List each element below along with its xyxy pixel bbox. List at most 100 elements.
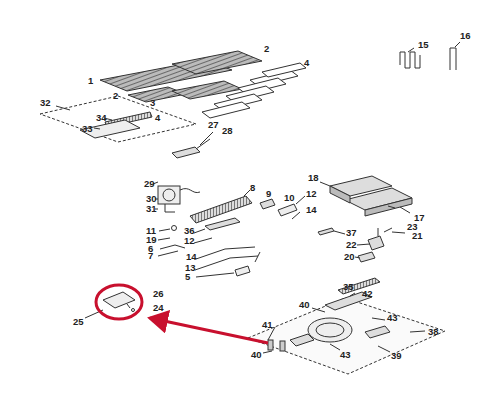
control-board-part-stroke: [132, 309, 135, 312]
callout-number: 21: [412, 231, 423, 241]
base-plate-stroke: [263, 351, 272, 353]
callout-number: 30: [146, 194, 157, 204]
callout-number: 1: [88, 76, 93, 86]
callout-number: 32: [40, 98, 51, 108]
heating-element: [190, 190, 305, 223]
small-hardware-stroke: [160, 245, 185, 249]
callout-number: 4: [304, 58, 309, 68]
wire-parts-stroke: [450, 48, 456, 70]
mounting-brackets-stroke: [365, 198, 412, 216]
control-board-part-stroke: [103, 292, 135, 308]
small-hardware-stroke: [255, 252, 260, 262]
callout-number: 12: [306, 189, 317, 199]
callout-number: 26: [153, 289, 164, 299]
mounting-brackets-stroke: [388, 206, 395, 208]
callout-number: 2: [264, 44, 269, 54]
small-hardware-stroke: [172, 226, 177, 231]
base-plate-stroke: [280, 341, 285, 351]
base-plate-stroke: [338, 278, 380, 294]
damper-parts-stroke: [368, 236, 384, 250]
grease-filter-grilles-stroke: [172, 51, 262, 74]
fan-motor-stroke: [165, 204, 175, 212]
callout-number: 24: [153, 303, 164, 313]
callout-number: 12: [184, 236, 195, 246]
callout-number: 5: [185, 272, 190, 282]
callout-number: 43: [340, 350, 351, 360]
damper-parts-stroke: [355, 257, 360, 258]
callout-number: 35: [343, 282, 354, 292]
switch-parts-stroke: [196, 139, 210, 149]
highlight-arrow-stroke: [150, 318, 268, 343]
base-plate-stroke: [308, 318, 352, 342]
base-plate-stroke: [248, 298, 445, 374]
small-hardware-stroke: [235, 266, 250, 276]
fan-motor-stroke: [158, 186, 180, 204]
callout-number: 15: [418, 40, 429, 50]
callout-number: 16: [460, 31, 471, 41]
light-panel-assembly-stroke: [94, 128, 100, 129]
callout-number: 40: [251, 350, 262, 360]
base-plate-stroke: [330, 344, 340, 350]
callout-number: 42: [362, 289, 373, 299]
small-hardware-stroke: [158, 238, 170, 240]
heating-element-stroke: [296, 196, 305, 204]
damper-parts-stroke: [384, 228, 392, 232]
callout-number: 28: [222, 126, 233, 136]
charcoal-filter-panels: [202, 63, 306, 118]
small-hardware-stroke: [194, 238, 212, 243]
light-panel-assembly-stroke: [56, 106, 70, 110]
callout-number: 38: [428, 327, 439, 337]
wire-parts-stroke: [400, 52, 420, 68]
switch-parts: [172, 132, 213, 158]
callout-number: 43: [387, 313, 398, 323]
callout-number: 31: [146, 204, 157, 214]
damper-parts-stroke: [318, 228, 334, 235]
callout-number: 33: [82, 124, 93, 134]
heating-element-stroke: [244, 190, 250, 196]
damper-parts-stroke: [358, 252, 375, 262]
callout-number: 18: [308, 173, 319, 183]
small-hardware-stroke: [205, 218, 240, 230]
callout-number: 10: [284, 193, 295, 203]
damper-parts-stroke: [392, 232, 405, 233]
small-hardware-stroke: [159, 229, 170, 231]
callout-number: 20: [344, 252, 355, 262]
damper-parts-stroke: [378, 228, 379, 236]
mounting-brackets: [320, 176, 412, 216]
callout-number: 36: [184, 226, 195, 236]
callout-number: 39: [391, 351, 402, 361]
grease-filter-grilles-stroke: [128, 87, 186, 102]
small-hardware-stroke: [158, 251, 178, 256]
base-plate-stroke: [312, 308, 325, 312]
highlight-circle: [96, 285, 142, 319]
wire-parts: [400, 42, 460, 70]
base-plate-stroke: [350, 293, 355, 296]
wire-parts-stroke: [455, 42, 460, 47]
callout-number: 14: [306, 205, 317, 215]
light-panel-assembly: [40, 96, 196, 142]
callout-number: 34: [96, 113, 107, 123]
highlight-circle-stroke: [96, 285, 142, 319]
base-plate-stroke: [378, 346, 390, 352]
callout-number: 2: [113, 91, 118, 101]
callout-number: 40: [299, 300, 310, 310]
callout-number: 7: [148, 251, 153, 261]
small-hardware-stroke: [196, 273, 234, 277]
charcoal-filter-panels-stroke: [262, 63, 306, 77]
heating-element-stroke: [260, 199, 275, 209]
damper-parts-stroke: [334, 231, 345, 234]
wire-parts-stroke: [408, 48, 414, 52]
switch-parts-stroke: [200, 132, 213, 145]
base-plate-stroke: [316, 323, 344, 337]
damper-parts-stroke: [357, 244, 370, 245]
heating-element-stroke: [278, 204, 297, 216]
charcoal-filter-panels-stroke: [202, 102, 250, 118]
fan-motor: [153, 182, 200, 212]
mounting-brackets-stroke: [400, 207, 410, 213]
small-hardware-stroke: [194, 229, 205, 233]
control-board-part: [85, 292, 135, 318]
base-plate: [248, 278, 445, 374]
callout-number: 8: [250, 183, 255, 193]
